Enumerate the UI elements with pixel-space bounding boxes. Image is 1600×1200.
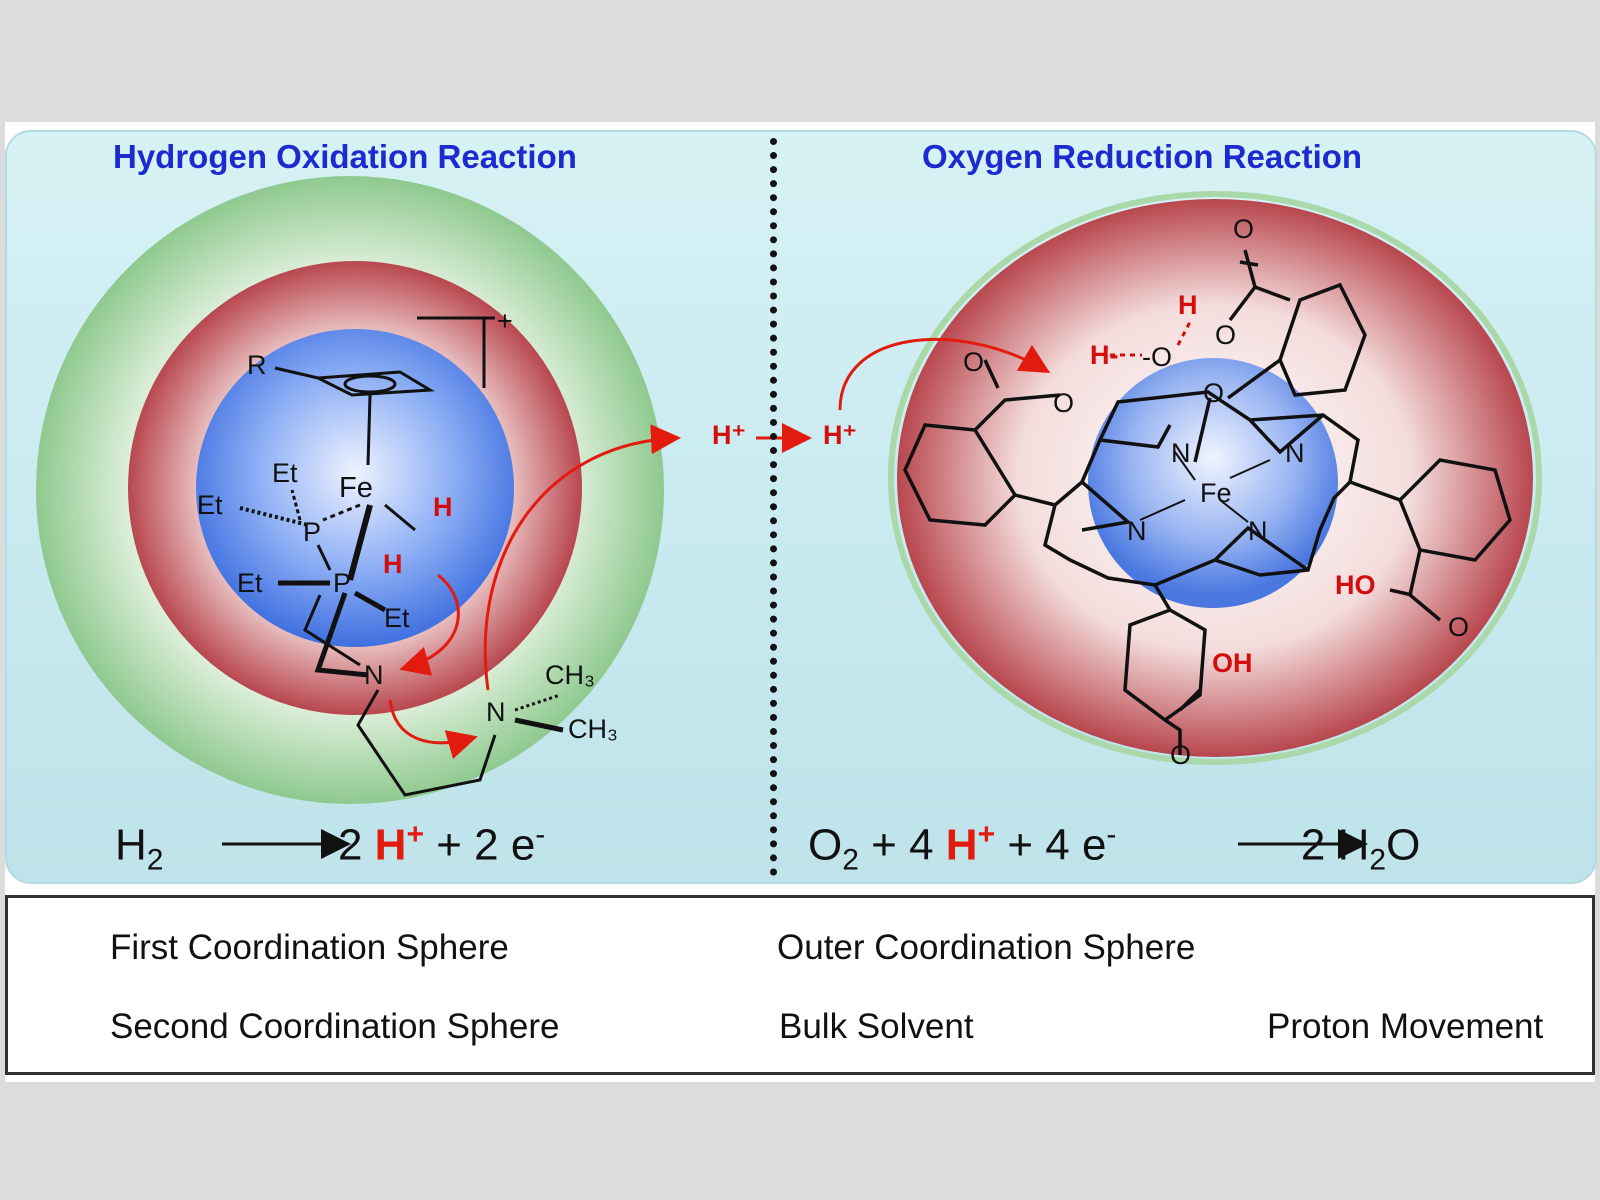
- label-hydride: H: [433, 492, 453, 522]
- legend-box: [5, 895, 1595, 1075]
- eq-coef: 2: [337, 820, 363, 870]
- label-fe-right: Fe: [1200, 478, 1232, 508]
- eq-hplus-right: H: [945, 820, 978, 870]
- legend-proton-label: Proton Movement: [1267, 1007, 1544, 1046]
- label-n-a: N: [1171, 438, 1191, 468]
- label-h-top: H: [1178, 290, 1198, 320]
- label-fe-left: Fe: [339, 472, 373, 504]
- eq-hplus-left-sup: +: [406, 818, 424, 851]
- label-o-right: O: [1448, 612, 1470, 642]
- label-n-d: N: [1248, 516, 1268, 546]
- label-oh-bottom: OH: [1212, 648, 1253, 678]
- label-p-lower: P: [333, 568, 352, 598]
- eq-o2: O: [808, 820, 843, 870]
- legend-outer-label: Outer Coordination Sphere: [777, 928, 1196, 967]
- label-et-right: Et: [384, 603, 410, 633]
- title-hydrogen-oxidation: Hydrogen Oxidation Reaction: [113, 138, 577, 175]
- eq-rest-left: + 2 e: [436, 820, 536, 870]
- label-n-amine: N: [486, 697, 506, 727]
- label-o-top2: O: [1215, 320, 1237, 350]
- outer-sphere-right: [888, 191, 1542, 765]
- label-h-mid: H-: [1090, 340, 1119, 370]
- eq-product-sub: 2: [1369, 843, 1387, 877]
- equation-hor: H2 2 H+ + 2 e-: [115, 818, 545, 877]
- label-n-pendant: N: [364, 660, 384, 690]
- panel-divider: [770, 138, 777, 876]
- label-proton-right: H⁺: [823, 420, 857, 450]
- eq-product-end: O: [1386, 820, 1421, 870]
- label-ho-right: HO: [1335, 570, 1376, 600]
- label-proton-left: H⁺: [712, 420, 746, 450]
- label-o-left: O: [963, 347, 985, 377]
- label-et-mid: Et: [237, 568, 263, 598]
- label-charge: +: [497, 306, 513, 336]
- label-o-top: O: [1233, 214, 1255, 244]
- label-o-mid: -O: [1142, 342, 1172, 372]
- label-n-c: N: [1127, 516, 1147, 546]
- label-r: R: [247, 350, 267, 380]
- eq-e-sup-left: -: [535, 818, 546, 851]
- eq-hplus-right-sup: +: [977, 818, 996, 851]
- eq-hplus-left: H: [374, 820, 407, 870]
- label-p-upper: P: [303, 517, 322, 547]
- label-ch3-bottom: CH₃: [568, 714, 618, 744]
- equation-orr: O2 + 4 H+ + 4 e- 2 H2O: [808, 818, 1420, 877]
- legend-bulk-label: Bulk Solvent: [779, 1007, 974, 1046]
- porphyrin-bonds: [903, 249, 1512, 755]
- proton-arrows-left: [388, 337, 1051, 760]
- label-o-mid2: O: [1203, 378, 1225, 408]
- eq-h2-sub: 2: [146, 843, 164, 877]
- hydrogen-bonds: [1110, 321, 1192, 357]
- eq-coef-right: + 4: [871, 820, 934, 870]
- eq-rest-right: + 4 e: [1007, 820, 1107, 870]
- legend-first-label: First Coordination Sphere: [110, 928, 509, 967]
- fe-complex-bonds: [239, 316, 564, 797]
- first-sphere-left: [196, 329, 514, 647]
- label-et-top: Et: [272, 458, 298, 488]
- label-o-bottom: O: [1170, 740, 1192, 770]
- eq-o2-sub: 2: [842, 843, 859, 877]
- label-et-left: Et: [197, 490, 223, 520]
- eq-h2: H: [115, 820, 147, 870]
- eq-product: 2 H: [1300, 820, 1370, 870]
- label-dihydrogen: H: [383, 549, 403, 579]
- title-oxygen-reduction: Oxygen Reduction Reaction: [922, 138, 1363, 175]
- label-o-left2: O: [1053, 388, 1075, 418]
- label-n-b: N: [1285, 438, 1305, 468]
- label-ch3-top: CH₃: [545, 660, 595, 690]
- legend-second-label: Second Coordination Sphere: [110, 1007, 560, 1046]
- eq-e-sup-right: -: [1106, 818, 1117, 851]
